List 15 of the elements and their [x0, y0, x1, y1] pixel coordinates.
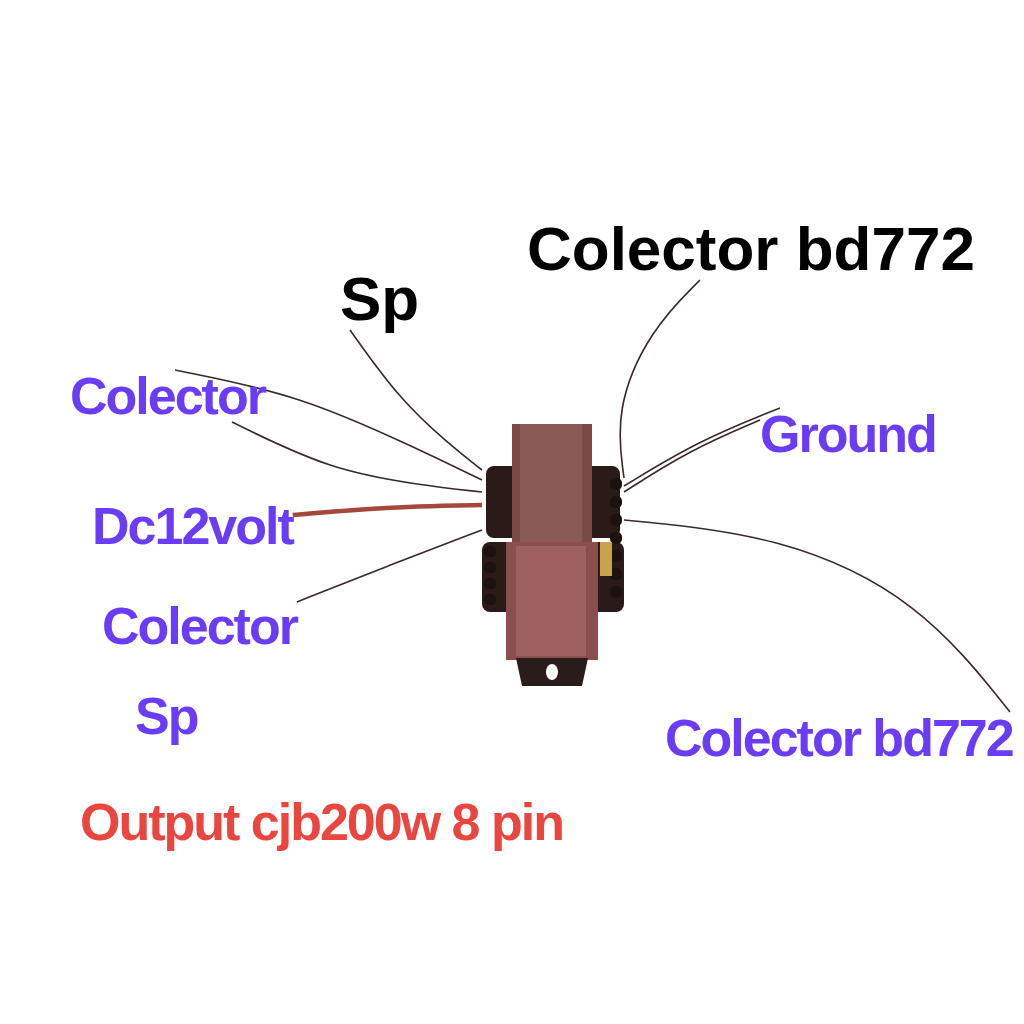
wire: [349, 329, 483, 471]
wire: [623, 407, 781, 487]
wire: [619, 279, 701, 479]
wire: [623, 419, 761, 493]
wire: [231, 421, 483, 493]
wire-label: Colector: [70, 370, 265, 422]
wire-label: Dc12volt: [92, 500, 293, 552]
wire-label: Colector bd772: [527, 218, 975, 280]
wire: [296, 529, 483, 603]
wire-label: Colector bd772: [665, 712, 1013, 764]
wire: [174, 369, 483, 481]
wire: [292, 502, 483, 518]
wire-label: Colector: [102, 600, 297, 652]
wire-label: Ground: [760, 408, 936, 460]
wire: [623, 519, 1011, 713]
